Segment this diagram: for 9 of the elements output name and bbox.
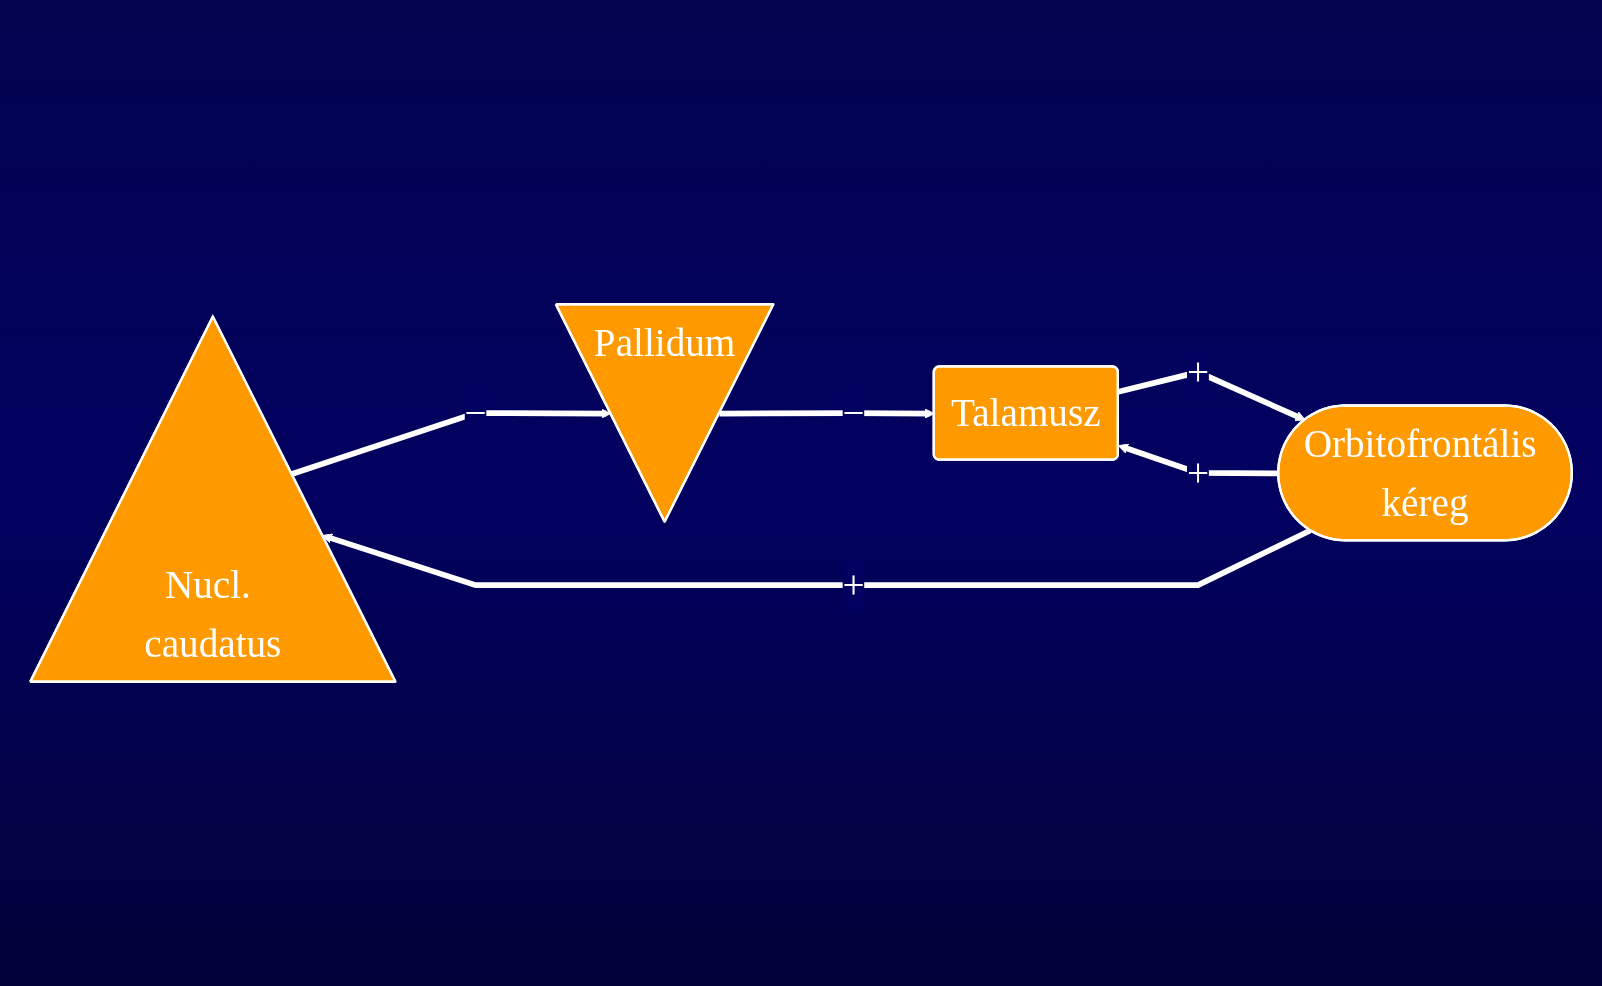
arrow — [322, 527, 1312, 589]
edge-label: + — [1187, 350, 1210, 394]
edge-label: + — [1187, 451, 1210, 495]
arrow — [1118, 443, 1279, 477]
edge-label: − — [842, 391, 865, 435]
arrow — [1117, 369, 1306, 421]
edge-label: + — [842, 563, 865, 607]
edge-label: − — [464, 391, 487, 435]
arrow — [290, 408, 612, 477]
